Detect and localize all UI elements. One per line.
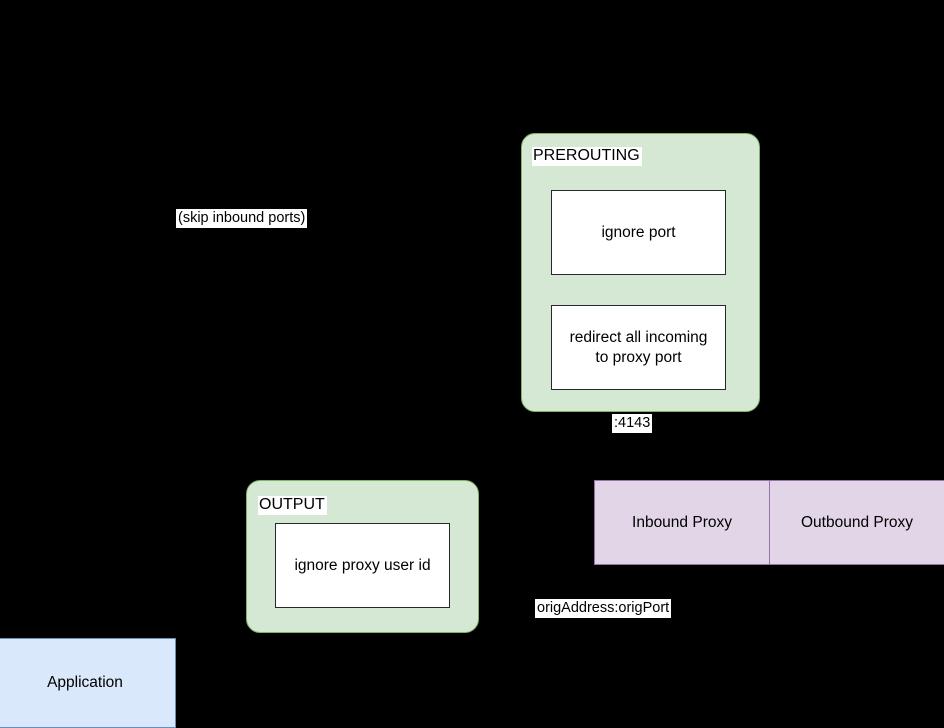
node-application-label: Application <box>47 674 123 692</box>
process-ignore-proxy-user-id-label: ignore proxy user id <box>294 556 431 574</box>
process-redirect-all-incoming[interactable]: redirect all incoming to proxy port <box>551 305 726 390</box>
node-outbound-proxy[interactable]: Outbound Proxy <box>769 480 944 565</box>
process-redirect-label-line1: redirect all incoming <box>569 329 708 347</box>
process-ignore-proxy-user-id[interactable]: ignore proxy user id <box>275 523 450 608</box>
node-application[interactable]: Application <box>0 638 176 728</box>
label-proxy-port: :4143 <box>612 414 653 434</box>
label-skip-inbound-ports: (skip inbound ports) <box>176 209 308 229</box>
label-orig-address-orig-port: origAddress:origPort <box>535 599 672 619</box>
process-ignore-port[interactable]: ignore port <box>551 190 726 275</box>
process-redirect-label-line2: to proxy port <box>595 348 682 366</box>
node-outbound-proxy-label: Outbound Proxy <box>800 513 913 531</box>
group-output-title: OUTPUT <box>258 496 327 515</box>
process-ignore-port-label: ignore port <box>601 223 676 241</box>
node-inbound-proxy[interactable]: Inbound Proxy <box>594 480 770 565</box>
group-prerouting-title: PREROUTING <box>532 147 642 166</box>
node-inbound-proxy-label: Inbound Proxy <box>632 513 732 531</box>
